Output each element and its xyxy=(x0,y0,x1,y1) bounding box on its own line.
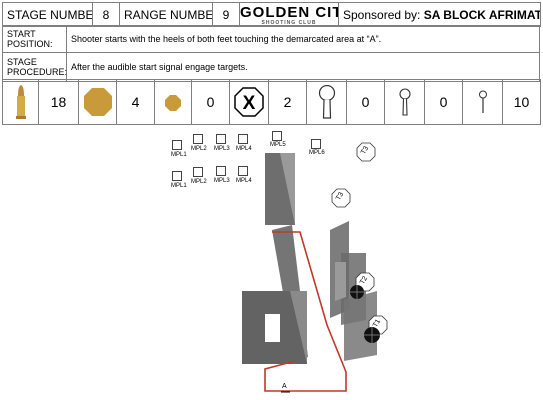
no-shoot-count: 2 xyxy=(268,79,307,125)
target-octagon xyxy=(331,188,351,208)
mpl-box xyxy=(172,140,182,150)
mpl-label: MPL4 xyxy=(236,146,252,152)
mpl-label: MPL3 xyxy=(214,146,230,152)
large-popper-icon xyxy=(306,79,347,125)
club-logo-main: GOLDEN CITY xyxy=(240,4,338,21)
mpl-label: MPL2 xyxy=(191,179,207,185)
description-table: START POSITION: Shooter starts with the … xyxy=(2,25,540,82)
no-shoot-x-target-icon: X xyxy=(229,79,269,125)
mpl-box xyxy=(193,134,203,144)
svg-text:X: X xyxy=(243,93,256,114)
medium-popper-count: 0 xyxy=(424,79,463,125)
stage-number-label: STAGE NUMBER: xyxy=(2,2,93,27)
start-position-label: START POSITION: xyxy=(2,25,67,53)
start-position-text: Shooter starts with the heels of both fe… xyxy=(66,25,540,53)
sponsor-cell: Sponsored by: SA BLOCK AFRIMAT xyxy=(338,2,541,27)
mpl-label: MPL2 xyxy=(191,146,207,152)
mpl-label: MPL4 xyxy=(236,178,252,184)
small-popper-icon xyxy=(462,79,503,125)
no-shoot-target xyxy=(364,327,380,343)
range-number-label: RANGE NUMBER: xyxy=(119,2,213,27)
no-shoot-target xyxy=(350,285,364,299)
small-popper-count: 10 xyxy=(502,79,541,125)
stage-diagram: MPL1 MPL2 MPL3 MPL4 MPL5 MPL6 MPL1 MPL2 … xyxy=(0,125,543,400)
upper-wall xyxy=(265,153,295,225)
header-table: STAGE NUMBER: 8 RANGE NUMBER: 9 GOLDEN C… xyxy=(2,2,541,27)
mpl-label: MPL1 xyxy=(171,183,187,189)
target-count-table: 18 4 0 X 2 xyxy=(2,79,541,125)
mpl-label: MPL6 xyxy=(309,150,325,156)
mpl-label: MPL3 xyxy=(214,178,230,184)
cartridge-count: 18 xyxy=(38,79,79,125)
target-octagon xyxy=(356,142,376,162)
small-octagon-target-icon xyxy=(154,79,192,125)
stage-layout-drawing xyxy=(242,142,388,393)
mpl-box xyxy=(216,166,226,176)
stage-procedure-text: After the audible start signal engage ta… xyxy=(66,52,540,82)
mpl-box xyxy=(238,134,248,144)
mpl-box xyxy=(311,139,321,149)
medium-popper-icon xyxy=(384,79,425,125)
mpl-box xyxy=(172,171,182,181)
mpl-label: MPL1 xyxy=(171,152,187,158)
large-octagon-target-icon xyxy=(78,79,117,125)
club-logo: GOLDEN CITY SHOOTING CLUB xyxy=(239,2,339,27)
small-octagon-count: 0 xyxy=(191,79,230,125)
range-number-value: 9 xyxy=(212,2,240,27)
start-marker-label: A xyxy=(282,383,287,390)
stage-procedure-label: STAGE PROCEDURE: xyxy=(2,52,67,82)
large-popper-count: 0 xyxy=(346,79,385,125)
right-walls xyxy=(330,221,377,361)
stage-number-value: 8 xyxy=(92,2,120,27)
mpl-box xyxy=(272,131,282,141)
sponsor-name: SA BLOCK AFRIMAT xyxy=(423,7,541,22)
mpl-label: MPL5 xyxy=(270,142,286,148)
lower-wall xyxy=(242,291,307,364)
fault-line xyxy=(264,231,347,392)
rifle-cartridge-icon xyxy=(2,79,39,125)
mpl-box xyxy=(216,134,226,144)
sponsor-prefix: Sponsored by: xyxy=(343,7,421,22)
mpl-box xyxy=(193,167,203,177)
club-logo-sub: SHOOTING CLUB xyxy=(261,20,317,26)
large-octagon-count: 4 xyxy=(116,79,155,125)
mpl-box xyxy=(238,166,248,176)
